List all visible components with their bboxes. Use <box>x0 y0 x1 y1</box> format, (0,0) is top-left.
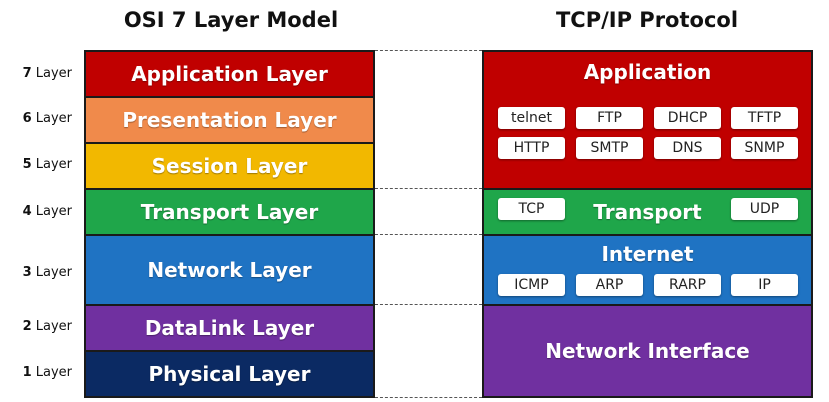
protocol-icmp: ICMP <box>498 274 565 296</box>
layer-label-6: 6 Layer <box>22 111 72 126</box>
osi-datalink-layer: DataLink Layer <box>84 304 375 352</box>
tcp-internet-layer: Internet ICMP ARP RARP IP <box>482 234 813 306</box>
protocol-arp: ARP <box>576 274 643 296</box>
tcp-transport-title: Transport <box>593 200 702 224</box>
protocol-snmp: SNMP <box>731 137 798 159</box>
layer-label-5: 5 Layer <box>22 157 72 172</box>
protocol-ip: IP <box>731 274 798 296</box>
osi-session-layer: Session Layer <box>84 142 375 190</box>
protocol-rarp: RARP <box>654 274 721 296</box>
layer-label-7: 7 Layer <box>22 66 72 81</box>
divider-application-transport <box>375 188 482 189</box>
divider-bottom <box>375 397 482 398</box>
tcp-network-interface-title: Network Interface <box>545 339 750 363</box>
layer-label-3: 3 Layer <box>22 265 72 280</box>
protocol-ftp: FTP <box>576 107 643 129</box>
tcp-transport-layer: Transport TCP UDP <box>482 188 813 236</box>
protocol-smtp: SMTP <box>576 137 643 159</box>
osi-presentation-layer: Presentation Layer <box>84 96 375 144</box>
osi-transport-layer: Transport Layer <box>84 188 375 236</box>
tcp-application-title: Application <box>583 60 712 84</box>
tcp-title: TCP/IP Protocol <box>555 8 739 32</box>
layer-label-1: 1 Layer <box>22 365 72 380</box>
protocol-tcp: TCP <box>498 198 565 220</box>
osi-physical-layer: Physical Layer <box>84 350 375 398</box>
osi-network-layer: Network Layer <box>84 234 375 306</box>
protocol-dhcp: DHCP <box>654 107 721 129</box>
tcp-network-interface-layer: Network Interface <box>482 304 813 398</box>
osi-application-layer: Application Layer <box>84 50 375 98</box>
protocol-telnet: telnet <box>498 107 565 129</box>
protocol-http: HTTP <box>498 137 565 159</box>
layer-label-4: 4 Layer <box>22 204 72 219</box>
divider-transport-internet <box>375 234 482 235</box>
divider-top <box>375 50 482 51</box>
divider-internet-network <box>375 304 482 305</box>
protocol-udp: UDP <box>731 198 798 220</box>
tcp-internet-title: Internet <box>601 242 694 266</box>
layer-label-2: 2 Layer <box>22 319 72 334</box>
tcp-application-layer: Application telnet FTP DHCP TFTP HTTP SM… <box>482 50 813 190</box>
protocol-tftp: TFTP <box>731 107 798 129</box>
protocol-dns: DNS <box>654 137 721 159</box>
osi-title: OSI 7 Layer Model <box>123 8 339 32</box>
